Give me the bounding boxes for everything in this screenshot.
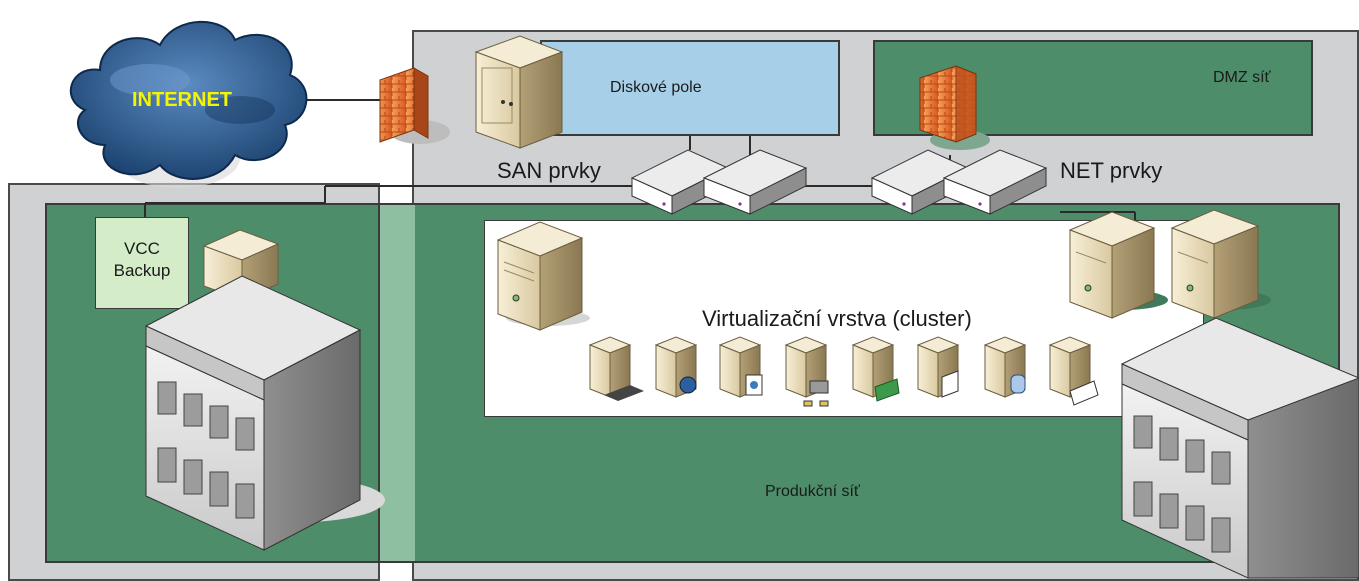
vm-server-icon [983,336,1027,398]
vm-server-icon [654,336,698,398]
internet-label: INTERNET [132,89,232,111]
dmz-label: DMZ síť [1213,69,1271,86]
vm-server-icon [851,336,900,402]
backup-label: Backup [113,261,171,280]
switch-icon [702,149,808,215]
building-icon [1120,317,1359,579]
disk-array-label: Diskové pole [610,79,702,96]
production-network-overlap [380,203,415,563]
firewall-icon [379,67,450,144]
vcc-label: VCC [124,239,160,258]
server-tower-icon [474,35,564,149]
net-label: NET prvky [1060,158,1163,183]
vcc-backup-box [95,217,189,309]
vm-server-icon [718,336,763,398]
disk-array-box [540,40,840,136]
vm-server-icon [784,336,829,407]
vm-server-icon [1048,336,1099,406]
san-label: SAN prvky [497,158,601,183]
building-icon [144,275,385,551]
firewall-icon [919,65,990,150]
vm-server-icon [588,336,644,401]
server-tower-icon [1068,211,1168,319]
server-tower-icon [496,221,590,331]
cloud-icon [69,20,308,188]
virtualization-layer-label: Virtualizační vrstva (cluster) [702,306,972,331]
switch-icon [942,149,1048,215]
server-tower-icon [1170,209,1271,319]
production-network-label: Produkční síť [765,483,860,500]
vm-servers [588,336,1099,407]
switch-icon [630,149,730,215]
vm-server-icon [916,336,960,398]
vcc-backup-label: VCC Backup [95,238,189,282]
